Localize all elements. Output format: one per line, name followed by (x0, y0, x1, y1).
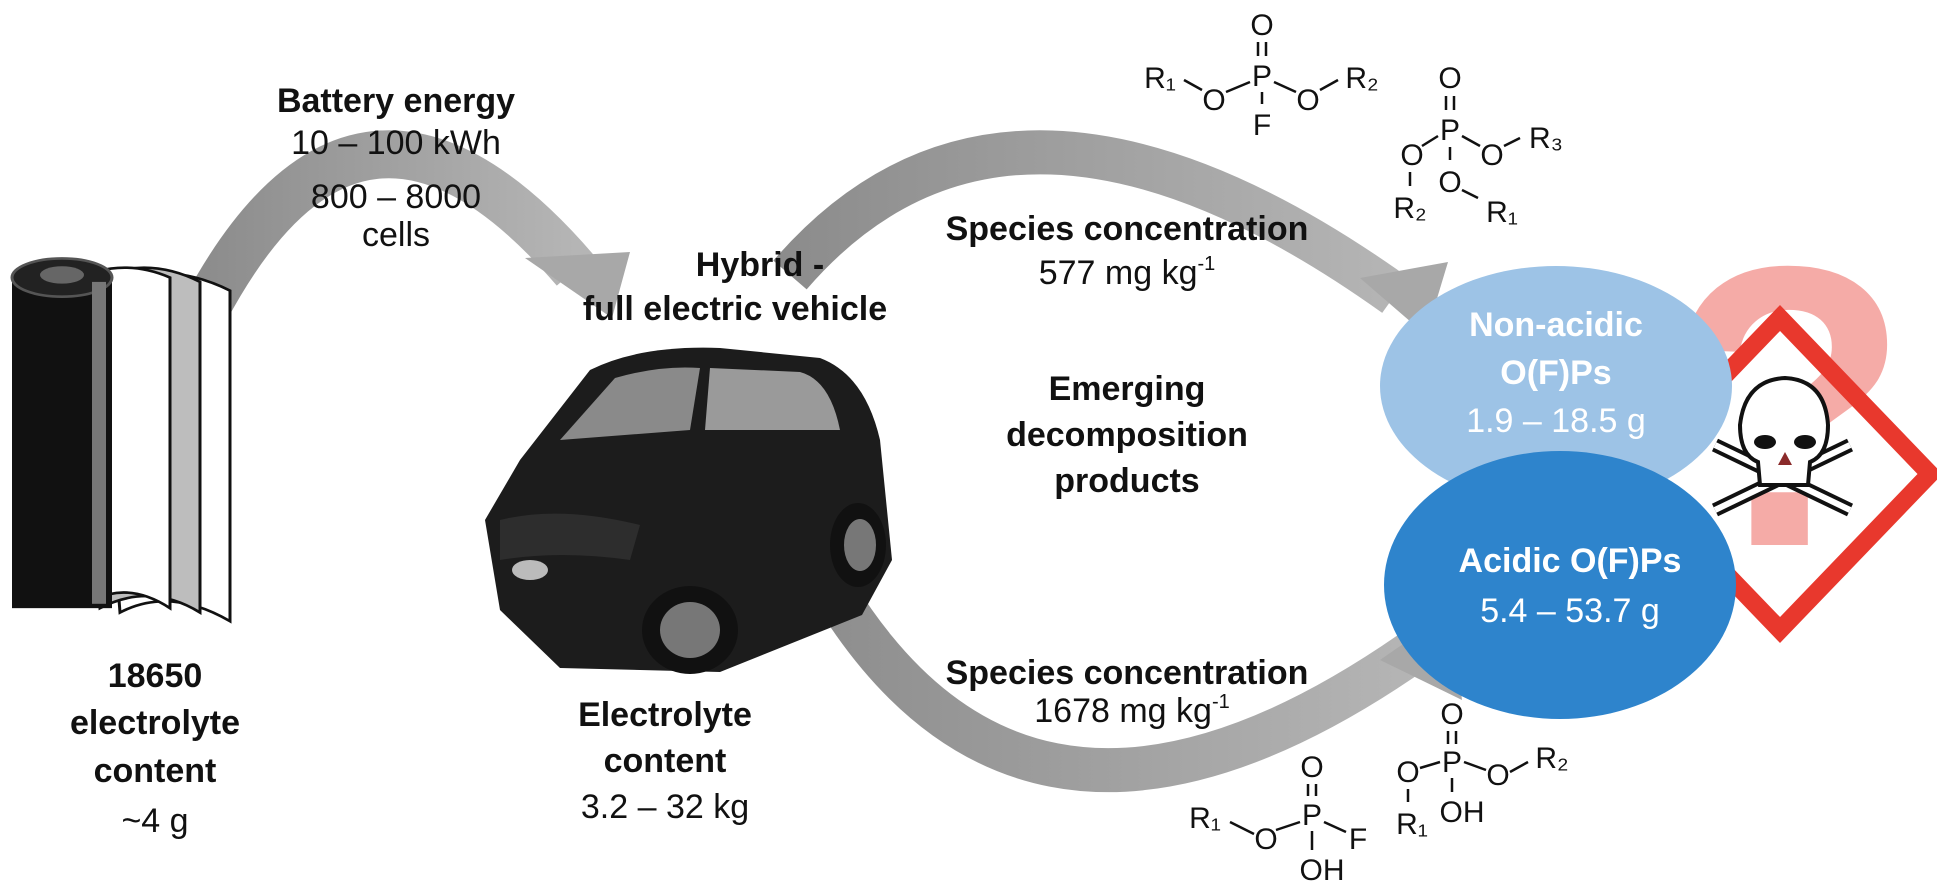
atom: P (1440, 114, 1460, 147)
atom: OH (1440, 796, 1485, 829)
atom: R₁ (1144, 62, 1176, 95)
atom: F (1349, 823, 1367, 856)
atom: O (1486, 759, 1509, 792)
electrolyte-label-2: content (604, 742, 727, 780)
vehicle-label-1: Hybrid - (696, 246, 824, 284)
cell-label-2: electrolyte (70, 704, 240, 742)
upper-species-title: Species concentration (946, 210, 1309, 248)
emerging-label-1: Emerging (1049, 370, 1206, 408)
cells-range: 800 – 8000 (311, 178, 481, 216)
car-illustration (485, 347, 892, 674)
atom: R₁ (1396, 808, 1428, 841)
non-acidic-ofps-node: Non-acidic O(F)Ps 1.9 – 18.5 g (1380, 266, 1732, 506)
electrolyte-label-1: Electrolyte (578, 696, 752, 734)
atom: P (1302, 799, 1322, 832)
atom: O (1400, 139, 1423, 172)
vehicle-electrolyte-amount: 3.2 – 32 kg (581, 788, 749, 826)
emerging-label-3: products (1054, 462, 1199, 500)
atom: R₁ (1189, 802, 1221, 835)
cell-label-3: content (94, 752, 217, 790)
lower-species-value: 1678 mg kg-1 (1034, 691, 1229, 730)
atom: O (1296, 84, 1319, 117)
atom: O (1440, 698, 1463, 731)
acidic-ofps-node: Acidic O(F)Ps 5.4 – 53.7 g (1384, 451, 1736, 719)
upper-value-exponent: -1 (1197, 253, 1215, 275)
non-acidic-ellipse (1380, 266, 1732, 506)
structure-phosphate-acid-diester: O P O O R₂ OH R₁ (1396, 698, 1569, 841)
atom: O (1300, 751, 1323, 784)
atom: R₂ (1345, 62, 1378, 95)
atom: O (1254, 823, 1277, 856)
atom: R₃ (1529, 122, 1563, 155)
cell-electrolyte-amount: ~4 g (121, 802, 188, 840)
atom: R₂ (1535, 742, 1568, 775)
atom: P (1252, 60, 1272, 93)
non-acidic-label-2: O(F)Ps (1500, 354, 1611, 392)
non-acidic-range: 1.9 – 18.5 g (1466, 402, 1646, 440)
acidic-range: 5.4 – 53.7 g (1480, 592, 1660, 630)
cells-label: cells (362, 216, 430, 254)
battery-energy-title: Battery energy (277, 82, 515, 120)
battery-energy-range: 10 – 100 kWh (291, 124, 501, 162)
atom: O (1202, 84, 1225, 117)
atom: O (1438, 166, 1461, 199)
structure-fluorophosphate-acid: O P O F OH R₁ (1189, 751, 1367, 886)
cell-label-1: 18650 (108, 657, 203, 695)
atom: OH (1300, 854, 1345, 886)
structure-phosphate-triester: O P O O O R₃ R₂ R₁ (1393, 62, 1563, 229)
acidic-label: Acidic O(F)Ps (1459, 542, 1682, 580)
atom: O (1438, 62, 1461, 95)
atom: R₂ (1393, 192, 1426, 225)
atom: R₁ (1486, 196, 1518, 229)
atom: O (1396, 756, 1419, 789)
atom: P (1442, 746, 1462, 779)
atom: O (1250, 9, 1273, 42)
arrow-to-acidic (780, 520, 1462, 792)
vehicle-label-2: full electric vehicle (583, 290, 887, 328)
upper-value-text: 577 mg kg (1039, 254, 1198, 292)
emerging-label-2: decomposition (1006, 416, 1248, 454)
atom: F (1253, 109, 1271, 142)
skull-crossbones-icon (1711, 375, 1854, 517)
lower-species-title: Species concentration (946, 654, 1309, 692)
lower-value-text: 1678 mg kg (1034, 692, 1212, 730)
upper-species-value: 577 mg kg-1 (1039, 253, 1216, 292)
non-acidic-label-1: Non-acidic (1469, 306, 1643, 344)
acidic-ellipse (1384, 451, 1736, 719)
battery-cell-illustration (10, 257, 232, 624)
atom: O (1480, 139, 1503, 172)
lower-value-exponent: -1 (1212, 691, 1230, 713)
arrow-cell-to-vehicle (183, 130, 630, 322)
structure-fluorophosphate-diester: O P F O O R₁ R₂ (1144, 9, 1379, 142)
